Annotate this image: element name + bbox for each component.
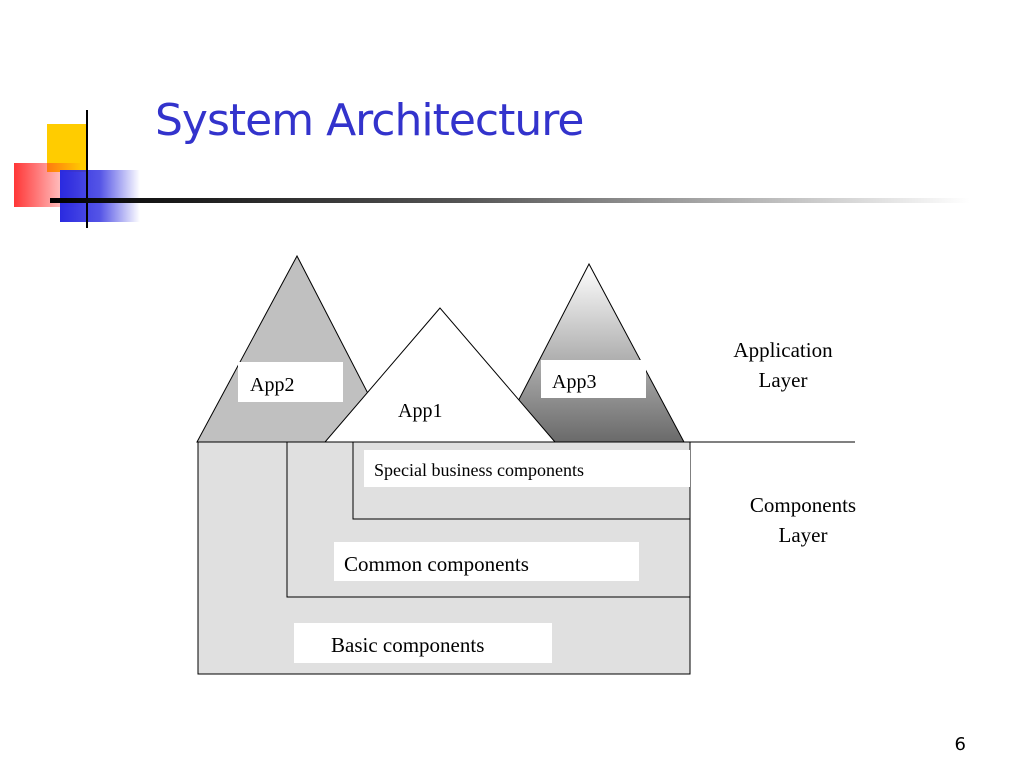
blue-gradient-square (60, 170, 140, 222)
app2-label: App2 (250, 374, 294, 396)
application-layer-label-line1: Application (733, 338, 833, 362)
basic-components-label: Basic components (331, 633, 484, 657)
app3-label-box (541, 360, 646, 398)
basic-label-box (294, 623, 552, 663)
page-number: 6 (954, 734, 966, 755)
slide-title: System Architecture (155, 95, 584, 146)
components-layer-label-line2: Layer (779, 523, 828, 547)
corner-decoration (14, 110, 140, 228)
title-underline (50, 198, 970, 203)
application-layer-label-line2: Layer (759, 368, 808, 392)
components-layer-label-line1: Components (750, 493, 856, 517)
special-components-label: Special business components (374, 460, 584, 480)
app3-label: App3 (552, 371, 596, 393)
app1-label: App1 (398, 400, 442, 422)
common-label-box (334, 542, 639, 581)
app2-label-box (238, 362, 343, 402)
special-label-box (364, 450, 690, 487)
common-components-label: Common components (344, 552, 529, 576)
